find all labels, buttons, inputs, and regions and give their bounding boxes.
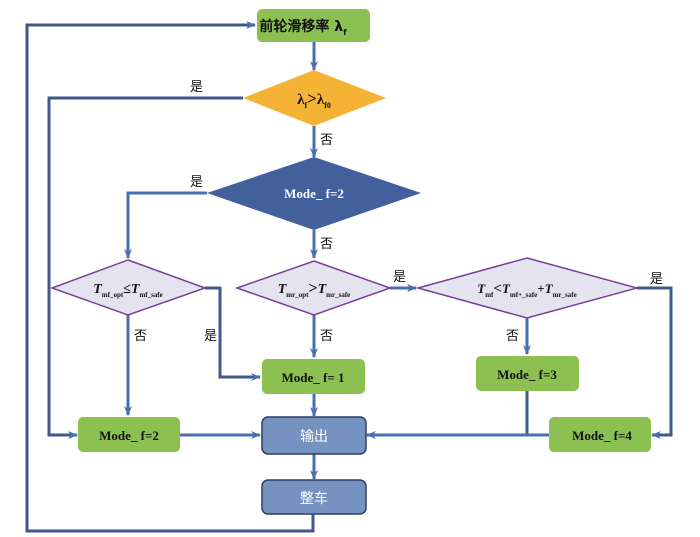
- edge-sum-yes: [637, 286, 673, 439]
- label-slip-no: 否: [320, 133, 333, 148]
- node-output[interactable]: 输出: [261, 416, 367, 455]
- node-slip-condition[interactable]: λf>λf0: [243, 70, 386, 126]
- node-rear-torque-condition[interactable]: Tmr_opt>Tmr_safe: [234, 260, 393, 316]
- label-mode-no: 否: [320, 237, 333, 252]
- node-vehicle[interactable]: 整车: [261, 479, 367, 515]
- label-rear-yes: 是: [393, 270, 406, 285]
- label-slip-yes: 是: [190, 80, 203, 95]
- edge-feedback-loop: [25, 21, 315, 533]
- node-mode2[interactable]: Mode_ f=2: [78, 417, 180, 452]
- mode3-label: Mode_ f=3: [497, 367, 557, 382]
- edge-front-yes: [205, 286, 261, 381]
- edge-slip-yes: [47, 96, 243, 439]
- mode-check-label: Mode_ f=2: [284, 186, 344, 201]
- label-front-no: 否: [134, 329, 147, 344]
- label-sum-no: 否: [506, 329, 519, 344]
- vehicle-label: 整车: [300, 490, 328, 507]
- node-sum-torque-condition[interactable]: Tmf<Tmf+_safe+Tmr_safe: [415, 257, 640, 319]
- node-mode4[interactable]: Mode_ f=4: [549, 417, 651, 452]
- label-front-yes: 是: [204, 329, 217, 344]
- node-front-slip[interactable]: 前轮滑移率 λf: [257, 9, 370, 42]
- front-torque-condition-label: Tmf_opt≤Tmf_safe: [93, 282, 163, 299]
- sum-torque-condition-label: Tmf<Tmf+_safe+Tmr_safe: [477, 281, 576, 299]
- mode1-label: Mode_ f= 1: [281, 370, 344, 385]
- front-slip-label: 前轮滑移率 λf: [259, 18, 347, 37]
- label-sum-yes: 是: [650, 272, 663, 287]
- rear-torque-condition-label: Tmr_opt>Tmr_safe: [278, 280, 351, 299]
- node-mode1[interactable]: Mode_ f= 1: [262, 359, 365, 394]
- mode4-label: Mode_ f=4: [572, 428, 632, 443]
- node-front-torque-condition[interactable]: Tmf_opt≤Tmf_safe: [49, 259, 208, 316]
- label-mode-yes: 是: [190, 175, 203, 190]
- mode2-label: Mode_ f=2: [99, 428, 159, 443]
- edge-mode-yes: [124, 191, 207, 259]
- node-mode-check[interactable]: Mode_ f=2: [207, 157, 421, 230]
- label-rear-no: 否: [320, 329, 333, 344]
- output-label: 输出: [300, 429, 328, 445]
- slip-condition-label: λf>λf0: [297, 89, 331, 110]
- node-mode3[interactable]: Mode_ f=3: [476, 356, 579, 391]
